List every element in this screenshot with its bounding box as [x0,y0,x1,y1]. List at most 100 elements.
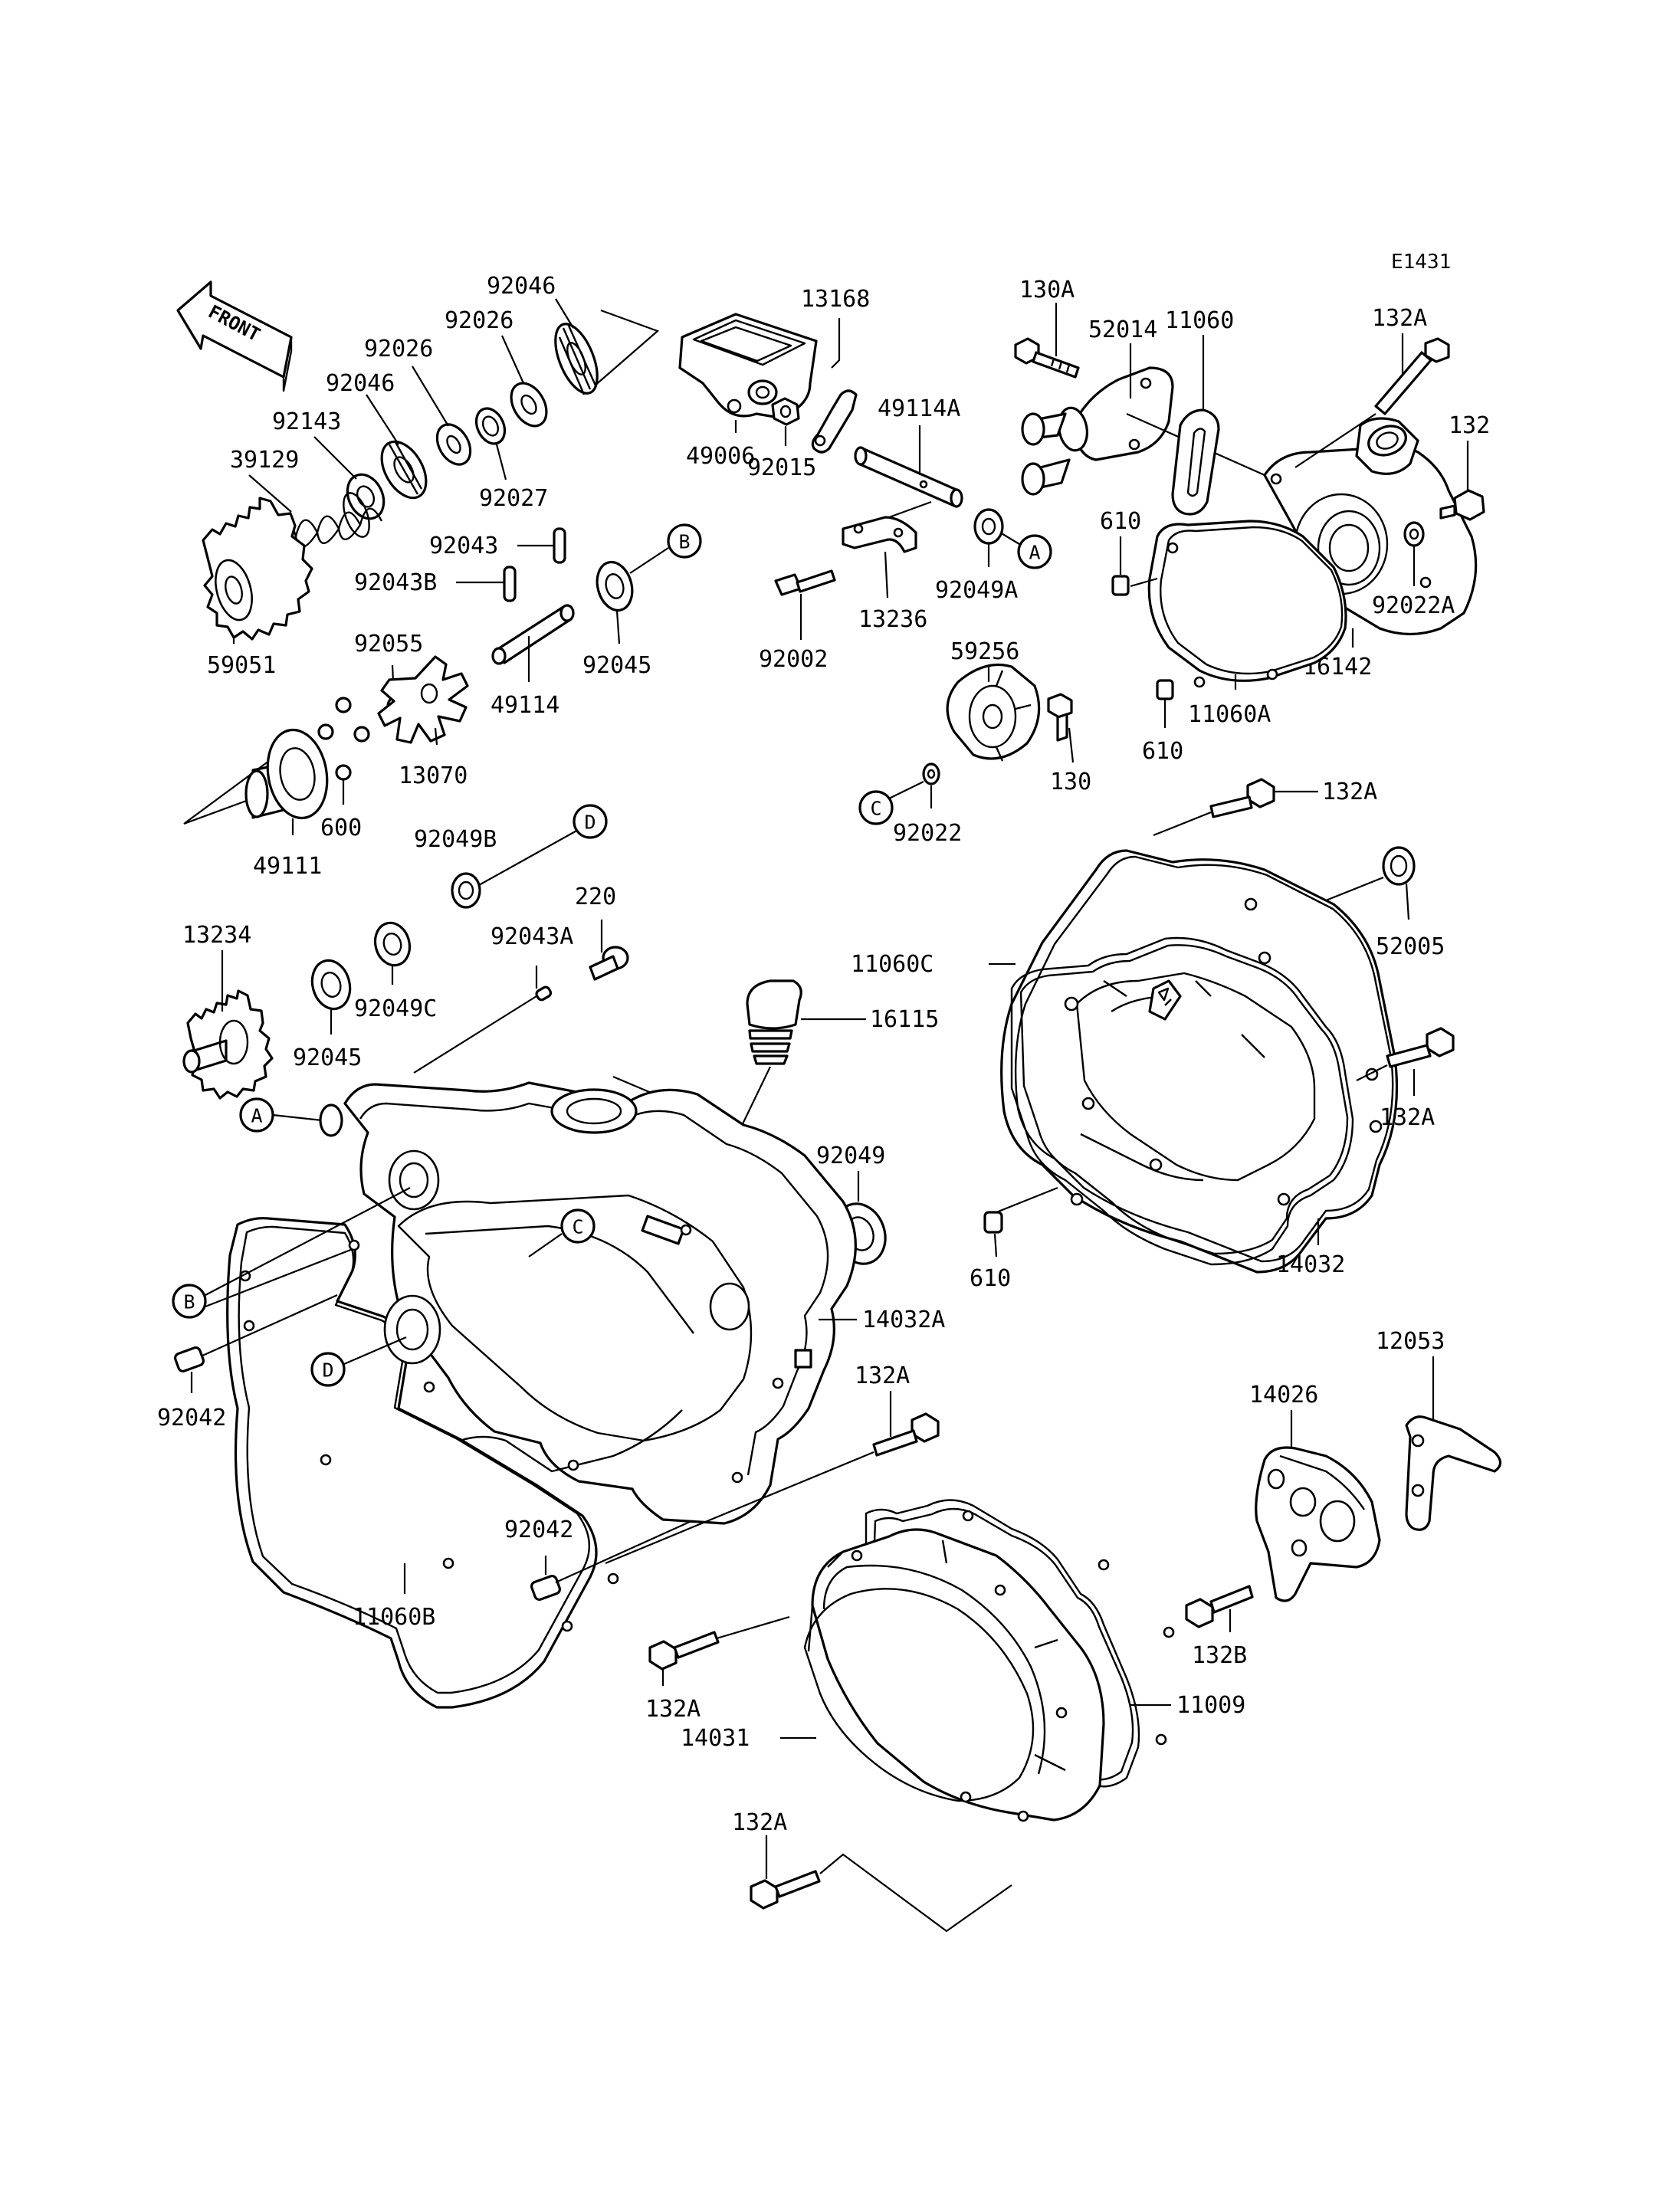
label-130a: 130A [1019,277,1075,303]
label-11060: 11060 [1165,307,1234,334]
svg-text:D: D [322,1359,333,1382]
guard-14026 [1255,1446,1381,1602]
lever-13168 [811,389,858,454]
label-59256: 59256 [950,638,1019,665]
washer-92022 [922,762,940,785]
steel-balls-600 [317,697,370,781]
label-11060b: 11060B [353,1604,435,1631]
svg-text:C: C [572,1216,583,1238]
washer-92026 [510,382,548,428]
label-220: 220 [575,884,616,910]
front-arrow-icon: FRONT [176,280,293,392]
gasket-11060c [1010,936,1354,1266]
ratchet-gear-59051 [202,497,313,641]
label-92043b: 92043B [354,569,437,596]
label-92049a: 92049A [935,577,1018,604]
callout-c-center: C [560,1208,596,1244]
needle-bearing-92046-top [554,323,599,395]
label-92002: 92002 [759,646,828,673]
needle-bearing-92046-mid [380,440,428,500]
label-14026: 14026 [1249,1382,1318,1408]
callout-b-top: B [667,523,702,559]
label-92143: 92143 [272,408,341,435]
label-92049b: 92049B [414,826,497,853]
bracket-13236 [842,516,917,553]
dowel-610-top [1111,575,1130,596]
oil-seal-52005 [1382,846,1416,886]
label-13236: 13236 [858,606,927,633]
bearing-92049c [373,921,412,967]
bearing-92049b [451,872,481,909]
gasket-11060a [1147,520,1347,688]
callout-d-left: D [310,1352,346,1387]
label-49006: 49006 [686,443,755,470]
label-92026-mid: 92026 [445,307,514,334]
pin-92043b [503,566,517,602]
callout-a-top: A [1017,534,1052,569]
dowel-610-mid [1156,679,1174,700]
label-92045-top: 92045 [582,652,651,679]
pin-92043 [553,527,566,564]
svg-text:D: D [584,812,596,834]
impeller-13070 [377,655,469,744]
label-132b: 132B [1192,1642,1247,1669]
label-132a-center: 132A [855,1362,910,1389]
bolt-132a-right-1 [1209,778,1275,818]
label-610-mid: 610 [1142,738,1183,765]
label-11060c: 11060C [851,951,934,978]
label-92046-top: 92046 [487,273,556,300]
label-13234: 13234 [182,922,251,949]
clutch-cover-14032a [343,1081,857,1525]
diagram-id: E1431 [1391,251,1451,274]
label-92027: 92027 [479,485,548,512]
label-92043: 92043 [429,533,498,559]
label-132a-right-2: 132A [1380,1104,1435,1131]
bearing-92045-bottom [310,959,352,1011]
collar-92027 [474,407,507,445]
label-92046-mid: 92046 [326,370,395,397]
impeller-59256 [946,663,1041,762]
pump-body-49006 [678,313,818,419]
bolt-130 [1047,693,1073,742]
washer-92026-left [435,423,472,466]
gasket-11060b [226,1217,619,1709]
callout-b-left: B [172,1284,207,1319]
label-49114a: 49114A [878,395,960,422]
label-39129: 39129 [230,447,299,474]
bolt-132a-right-2 [1386,1027,1455,1068]
label-92049c: 92049C [354,995,437,1022]
label-600: 600 [320,815,362,841]
dowel-92042-mid [530,1574,561,1602]
label-132a-right-1: 132A [1322,779,1377,805]
callout-c-top: C [858,790,894,825]
bolt-132a-center [872,1412,940,1457]
label-132: 132 [1449,412,1490,439]
label-132a-left: 132A [645,1696,701,1723]
label-59051: 59051 [207,652,276,679]
label-11009: 11009 [1176,1692,1245,1719]
svg-text:A: A [251,1105,262,1127]
label-92026-top: 92026 [364,336,433,362]
bolt-92002 [774,569,836,596]
svg-text:B: B [183,1291,195,1313]
bearing-92049a [973,508,1004,545]
pipe-elbow-52014 [1021,366,1174,496]
bolt-132a-bottom [750,1870,821,1910]
svg-text:B: B [678,531,690,553]
label-11060a: 11060A [1188,701,1271,728]
svg-text:C: C [870,798,881,820]
callout-a-left: A [239,1097,274,1133]
label-16115: 16115 [870,1006,939,1033]
label-13070: 13070 [399,762,468,789]
label-13168: 13168 [801,286,870,313]
label-92042-left: 92042 [157,1405,226,1431]
label-92042-mid: 92042 [504,1517,573,1543]
pin-92043a [535,985,553,1002]
label-610-bottom: 610 [970,1265,1011,1292]
cap-16115 [746,979,802,1065]
label-132a-bottom: 132A [732,1809,787,1836]
collar-92143 [346,473,386,520]
bolt-130a [1014,337,1080,379]
callout-d-top: D [573,804,608,839]
shaft-49111 [183,728,329,825]
